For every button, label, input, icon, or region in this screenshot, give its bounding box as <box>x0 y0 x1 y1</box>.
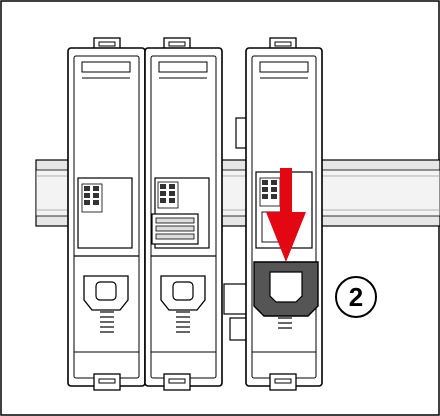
module-left <box>67 37 146 391</box>
latch-icon <box>253 261 319 317</box>
down-arrow-icon <box>266 168 306 262</box>
spring-icon <box>278 317 292 329</box>
module-middle <box>144 37 223 391</box>
step-number-callout: 2 <box>335 276 377 318</box>
latch-icon <box>83 275 129 311</box>
card-connector <box>151 213 199 245</box>
latch-icon <box>160 275 206 311</box>
terminal-pins <box>157 181 179 209</box>
spring-icon <box>100 311 114 333</box>
terminal-pins <box>259 177 281 207</box>
spring-icon <box>176 311 190 333</box>
terminal-pins <box>81 183 103 213</box>
step-number: 2 <box>349 282 363 312</box>
